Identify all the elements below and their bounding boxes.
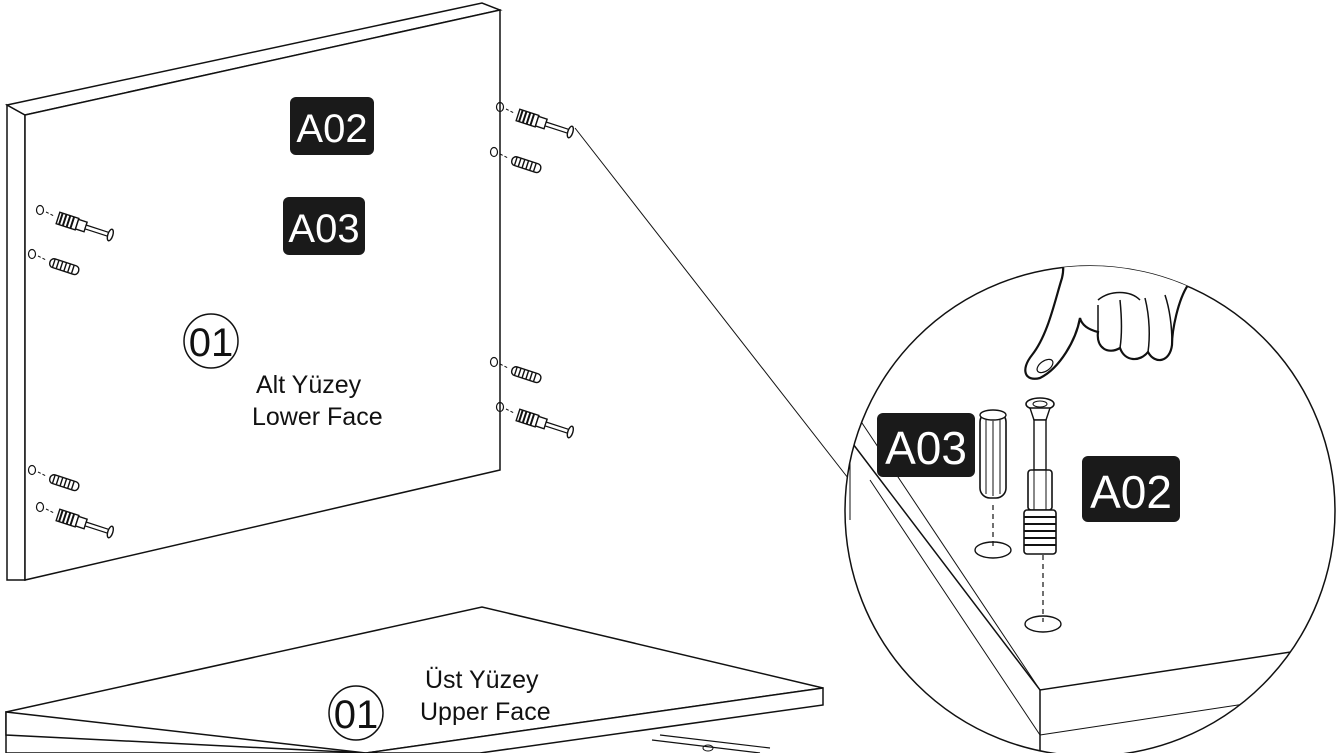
cam-bolt-icon bbox=[1023, 397, 1057, 555]
part-number-upper: 01 bbox=[328, 685, 384, 741]
lower-face-tr: Alt Yüzey bbox=[256, 371, 362, 399]
leader-line bbox=[574, 127, 849, 479]
hand-icon bbox=[1024, 266, 1202, 380]
fittings-right bbox=[489, 101, 576, 440]
upper-panel bbox=[5, 606, 824, 753]
a03-tag-detail: A03 bbox=[877, 413, 975, 477]
a02-label-detail: A02 bbox=[1090, 466, 1172, 518]
detail-view: A03 A02 bbox=[844, 265, 1336, 753]
part-number-upper-text: 01 bbox=[334, 693, 379, 737]
wooden-dowel-icon bbox=[979, 409, 1007, 499]
lower-panel bbox=[4, 2, 503, 581]
a02-tag-detail: A02 bbox=[1082, 456, 1180, 522]
a03-label-top: A03 bbox=[288, 207, 359, 251]
a03-tag-top: A03 bbox=[283, 197, 365, 255]
a02-label-top: A02 bbox=[296, 107, 367, 151]
part-number-lower-text: 01 bbox=[189, 321, 234, 365]
lower-face-en: Lower Face bbox=[252, 403, 383, 431]
part-number-lower: 01 bbox=[183, 313, 239, 369]
a02-tag-top: A02 bbox=[290, 97, 374, 155]
upper-face-tr: Üst Yüzey bbox=[425, 666, 539, 694]
upper-face-en: Upper Face bbox=[420, 698, 551, 726]
a03-label-detail: A03 bbox=[885, 422, 967, 474]
